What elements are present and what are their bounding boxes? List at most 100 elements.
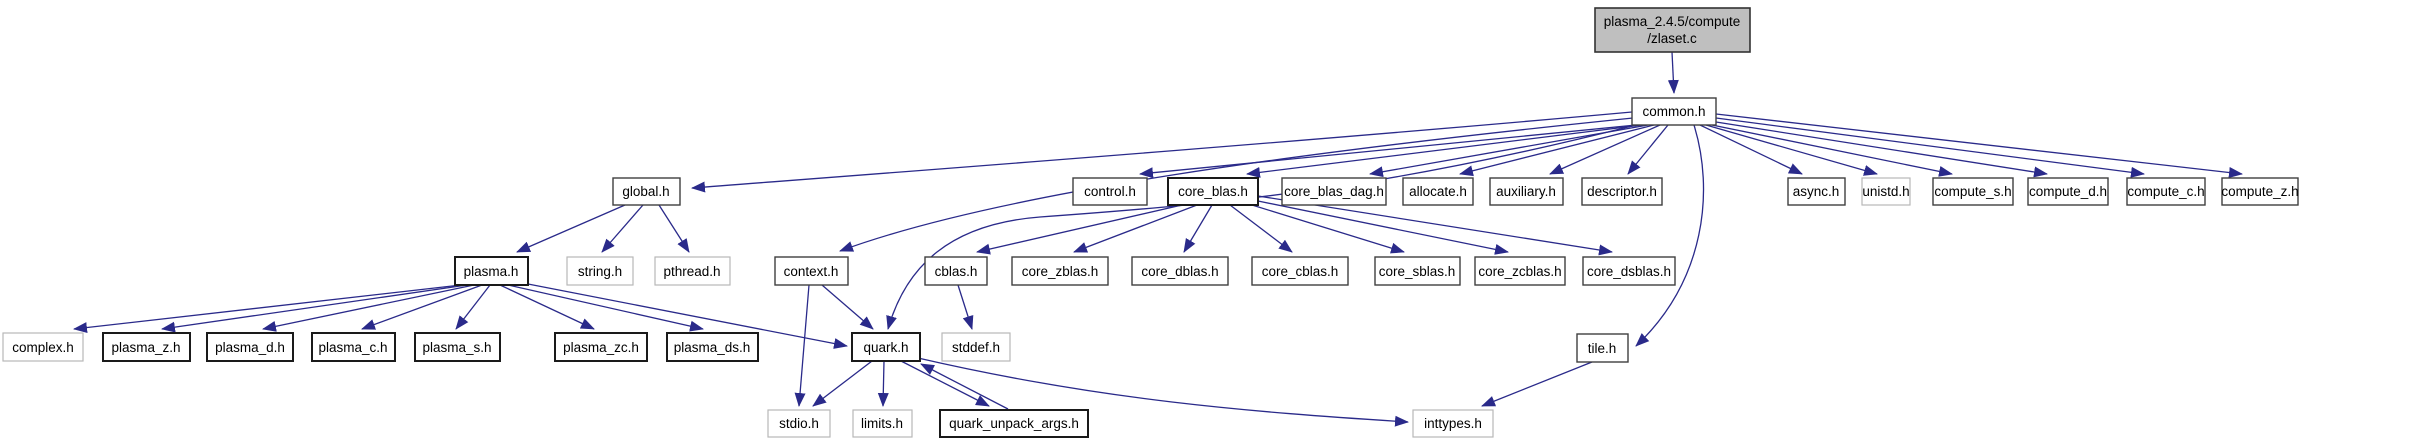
node-plasma-z-h[interactable]: plasma_z.h <box>102 332 191 362</box>
node-tile-h[interactable]: tile.h <box>1576 333 1629 363</box>
node-box <box>654 256 731 286</box>
node-box <box>1412 409 1494 438</box>
node-core-dblas-h[interactable]: core_dblas.h <box>1131 256 1229 286</box>
edge-quark-to-quark_unpack_args <box>900 360 990 407</box>
edge-common-to-core_blas <box>1246 124 1643 178</box>
node-plasma-d-h[interactable]: plasma_d.h <box>206 332 294 362</box>
edge-plasma-to-plasma_d <box>262 284 475 332</box>
node-compute-s-h[interactable]: compute_s.h <box>1932 177 2014 206</box>
edge-core_blas-to-core_cblas <box>1229 204 1293 253</box>
node-box <box>767 409 831 438</box>
node-box <box>1281 177 1387 206</box>
node-box <box>1402 177 1474 206</box>
node-box <box>311 332 396 362</box>
node-box <box>2027 177 2109 206</box>
node-core-sblas-h[interactable]: core_sblas.h <box>1374 256 1461 286</box>
edge-global-to-pthread <box>658 204 690 253</box>
node-box <box>924 256 988 286</box>
node-plasma-c-h[interactable]: plasma_c.h <box>311 332 396 362</box>
edge-cblas-to-stddef <box>957 284 974 330</box>
node-plasma-zc-h[interactable]: plasma_zc.h <box>554 332 648 362</box>
node-box <box>1251 256 1349 286</box>
node-core-dsblas-h[interactable]: core_dsblas.h <box>1582 256 1676 286</box>
edge-common-to-control <box>1139 124 1637 179</box>
node-compute-z-h[interactable]: compute_z.h <box>2221 177 2299 206</box>
edges <box>73 51 2243 427</box>
node-box <box>2221 177 2299 206</box>
edge-plasma-to-plasma_ds <box>507 284 704 332</box>
node-label: inttypes.h <box>1424 416 1482 431</box>
edge-quark-to-stdio <box>812 360 873 407</box>
node-label: complex.h <box>12 340 74 355</box>
edge-common-to-compute_d <box>1715 121 2048 178</box>
node-stdio-h: stdio.h <box>767 409 831 438</box>
edge-zlaset-to-common <box>1667 51 1679 94</box>
node-label: core_blas_dag.h <box>1284 184 1384 199</box>
node-box <box>454 256 529 286</box>
node-global-h[interactable]: global.h <box>612 177 681 206</box>
edge-common-to-auxiliary <box>1549 124 1661 175</box>
node-label: core_dsblas.h <box>1587 264 1671 279</box>
node-label: plasma_d.h <box>215 340 285 355</box>
edge-context-to-quark <box>821 284 874 330</box>
node-label: core_cblas.h <box>1262 264 1339 279</box>
node-label: tile.h <box>1588 341 1617 356</box>
node-core-cblas-h[interactable]: core_cblas.h <box>1251 256 1349 286</box>
edge-quark-to-limits <box>877 360 889 407</box>
node-label: plasma_zc.h <box>563 340 639 355</box>
node-label: core_dblas.h <box>1141 264 1218 279</box>
node-box <box>2 332 84 362</box>
node-core-zblas-h[interactable]: core_zblas.h <box>1011 256 1109 286</box>
node-core-zcblas-h[interactable]: core_zcblas.h <box>1474 256 1566 286</box>
node-core-blas-h[interactable]: core_blas.h <box>1167 177 1259 206</box>
node-plasma-ds-h[interactable]: plasma_ds.h <box>666 332 759 362</box>
node-core-blas-dag-h[interactable]: core_blas_dag.h <box>1281 177 1387 206</box>
node-compute-c-h[interactable]: compute_c.h <box>2126 177 2206 206</box>
node-plasma-s-h[interactable]: plasma_s.h <box>414 332 501 362</box>
node-box <box>1474 256 1566 286</box>
edge-common-to-compute_z <box>1715 113 2243 178</box>
edge-plasma-to-plasma_z <box>161 284 468 333</box>
node-common-h[interactable]: common.h <box>1631 97 1717 126</box>
node-box <box>852 409 913 438</box>
node-box <box>1631 97 1717 126</box>
node-box <box>1787 177 1846 206</box>
node-label: string.h <box>578 264 622 279</box>
node-label: async.h <box>1793 184 1840 199</box>
edge-plasma-to-plasma_c <box>361 284 483 330</box>
node-control-h[interactable]: control.h <box>1072 177 1148 206</box>
edge-common-to-context <box>839 117 1634 252</box>
node-plasma-h[interactable]: plasma.h <box>454 256 529 286</box>
edge-common-to-unistd <box>1705 124 1878 176</box>
node-label: core_zcblas.h <box>1478 264 1561 279</box>
edge-common-to-async <box>1699 124 1803 175</box>
edge-global-to-plasma <box>516 204 626 253</box>
node-quark-h[interactable]: quark.h <box>851 332 921 362</box>
node-allocate-h[interactable]: allocate.h <box>1402 177 1474 206</box>
node-box <box>566 256 634 286</box>
edge-quark-to-inttypes <box>917 357 1409 427</box>
edge-common-to-tile <box>1635 124 1705 347</box>
node-stddef-h: stddef.h <box>941 332 1011 362</box>
edge-core_blas-to-cblas <box>976 204 1183 255</box>
node-label: context.h <box>784 264 839 279</box>
node-descriptor-h[interactable]: descriptor.h <box>1581 177 1663 206</box>
node-cblas-h[interactable]: cblas.h <box>924 256 988 286</box>
edge-plasma-to-quark <box>527 283 848 349</box>
node-label: core_sblas.h <box>1379 264 1456 279</box>
edge-plasma-to-plasma_s <box>455 284 491 330</box>
node-compute-d-h[interactable]: compute_d.h <box>2027 177 2109 206</box>
node-label-line2: /zlaset.c <box>1647 31 1697 46</box>
node-async-h[interactable]: async.h <box>1787 177 1846 206</box>
node-box <box>1932 177 2014 206</box>
node-label: plasma_c.h <box>318 340 387 355</box>
node-quark-unpack-args-h[interactable]: quark_unpack_args.h <box>939 409 1089 438</box>
node-label: descriptor.h <box>1587 184 1657 199</box>
node-auxiliary-h[interactable]: auxiliary.h <box>1489 177 1564 206</box>
node-box <box>1489 177 1564 206</box>
node-box <box>1576 333 1629 363</box>
edge-core_blas-to-core_zcblas <box>1257 200 1509 255</box>
node-label: plasma_z.h <box>111 340 180 355</box>
node-box <box>102 332 191 362</box>
node-context-h[interactable]: context.h <box>774 256 849 286</box>
